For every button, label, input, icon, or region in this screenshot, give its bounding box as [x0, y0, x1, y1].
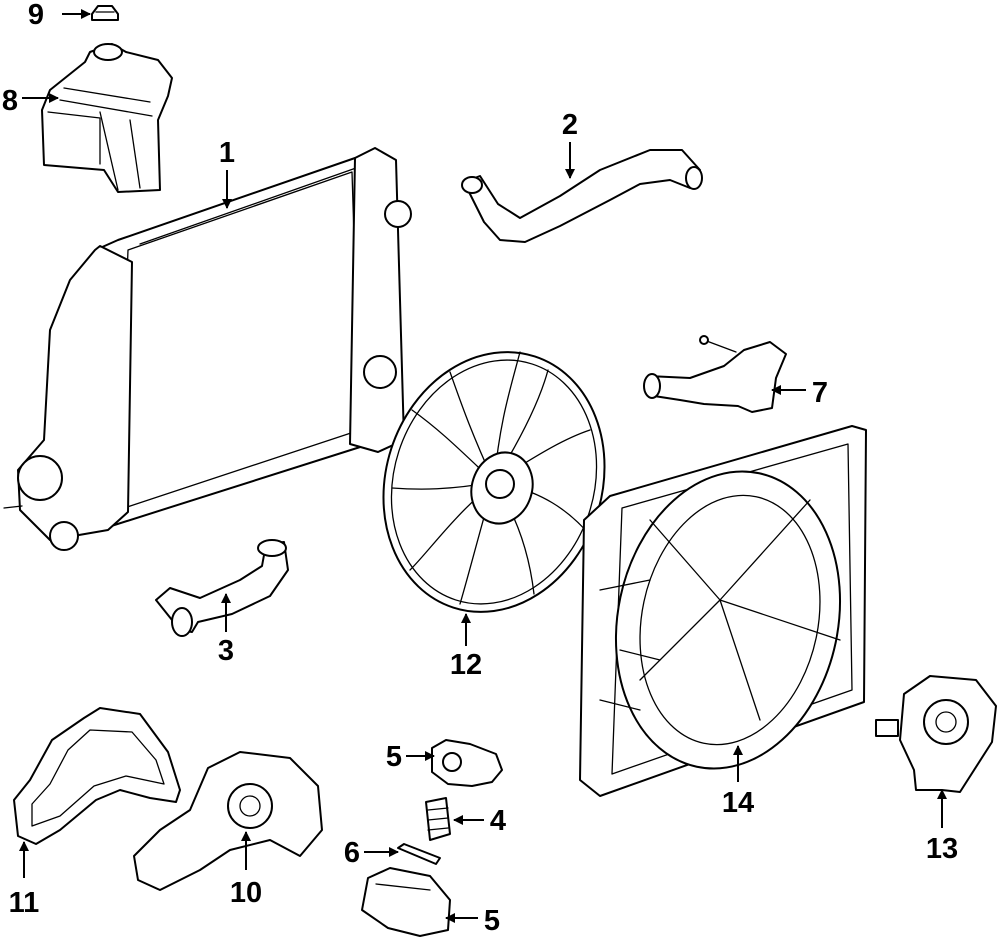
- callout-12: 12: [450, 649, 482, 681]
- part-13-fan-motor: [875, 675, 997, 793]
- callout-2: 2: [562, 109, 578, 141]
- part-2-upper-radiator-hose: [461, 149, 703, 243]
- leader-lines: [19, 9, 947, 923]
- callout-1: 1: [219, 137, 235, 169]
- callout-5-upper: 5: [386, 741, 402, 773]
- part-9-reservoir-cap: [91, 5, 119, 21]
- callout-6: 6: [344, 837, 360, 869]
- part-10-water-pump: [133, 751, 323, 891]
- callout-10: 10: [230, 877, 262, 909]
- part-7-coolant-outlet: [643, 335, 787, 413]
- callout-11: 11: [9, 887, 40, 919]
- part-3-lower-radiator-hose: [155, 539, 289, 637]
- part-6-seal: [397, 843, 441, 865]
- part-11-water-pump-gasket: [13, 707, 181, 845]
- callout-4: 4: [490, 805, 506, 837]
- callout-13: 13: [926, 833, 958, 865]
- callout-9: 9: [28, 0, 44, 31]
- part-5-upper-housing-cover: [431, 739, 503, 787]
- part-4-thermostat: [425, 797, 451, 841]
- part-12-cooling-fan: [382, 351, 606, 613]
- callout-3: 3: [218, 635, 234, 667]
- callout-8: 8: [2, 85, 18, 117]
- callout-5-lower: 5: [484, 905, 500, 937]
- part-8-coolant-reservoir: [41, 43, 173, 193]
- part-5-lower-thermostat-housing: [361, 867, 451, 937]
- part-14-fan-shroud: [579, 425, 867, 797]
- callout-7: 7: [812, 377, 828, 409]
- part-1-radiator: [3, 147, 412, 551]
- callout-14: 14: [722, 787, 754, 819]
